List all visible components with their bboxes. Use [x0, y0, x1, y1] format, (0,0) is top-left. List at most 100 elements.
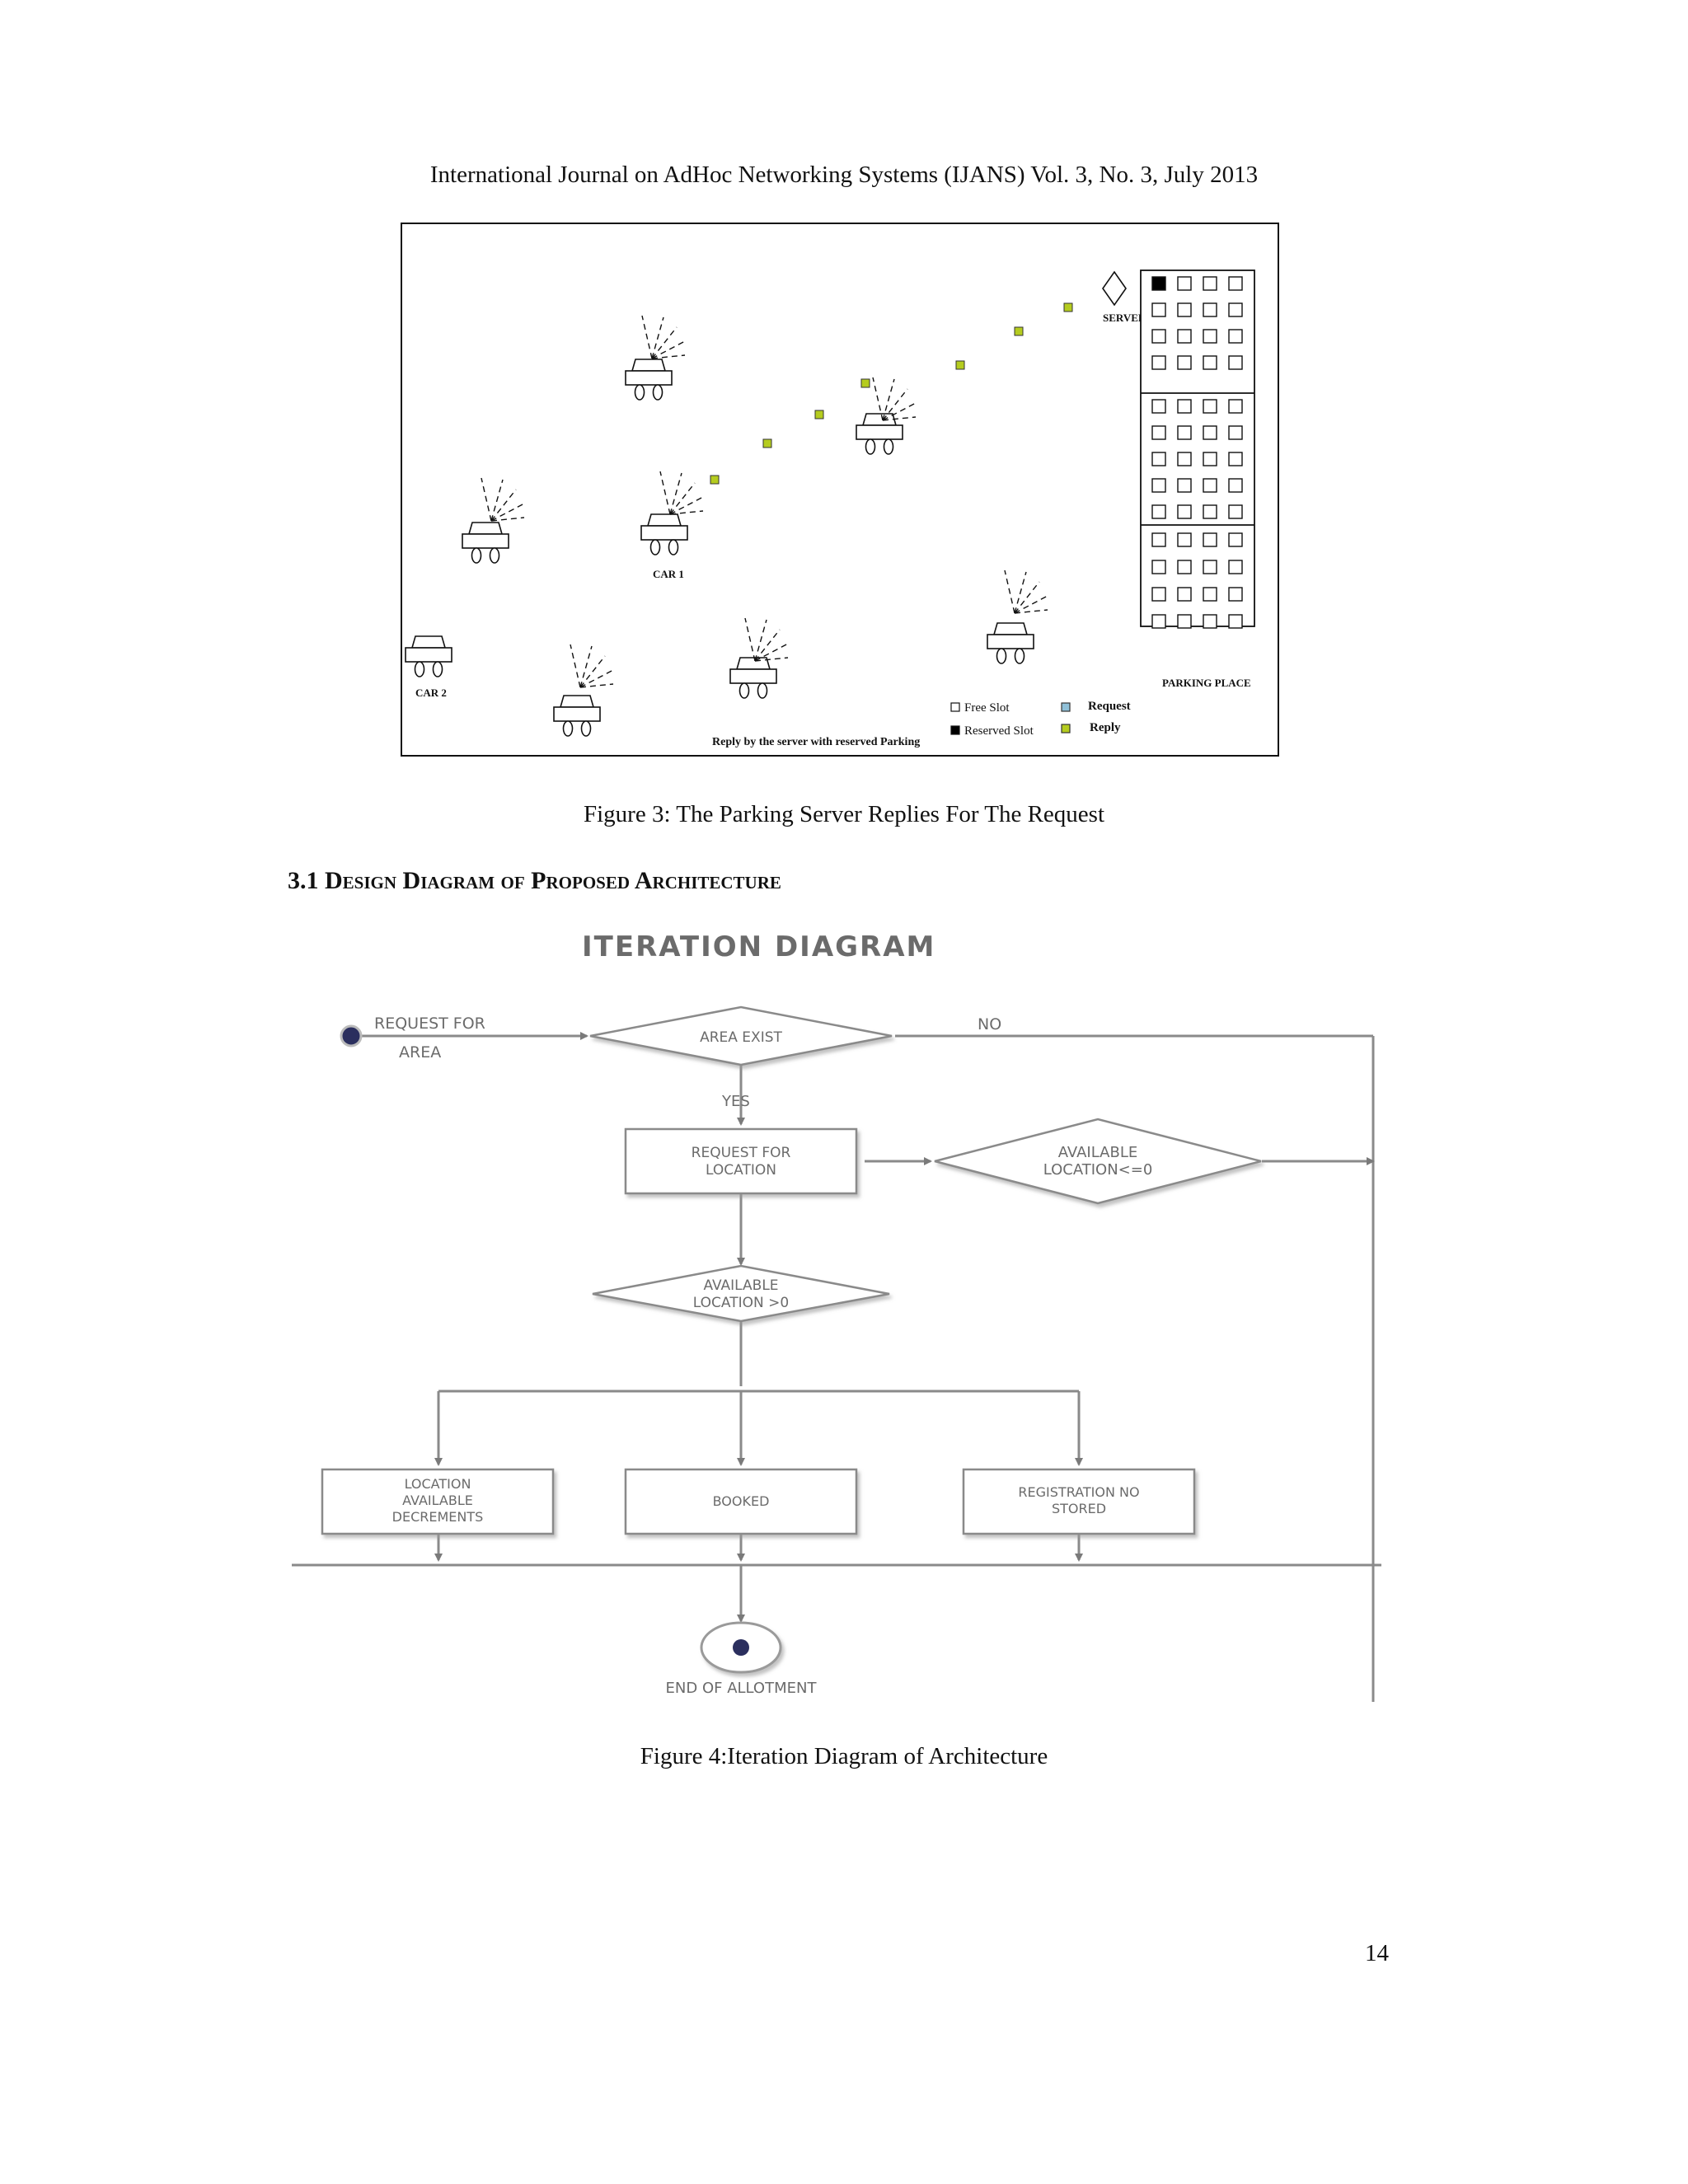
section-title: Design Diagram of Proposed Architecture	[325, 867, 781, 894]
location-decrements-line3: DECREMENTS	[392, 1509, 484, 1525]
section-number: 3.1	[288, 867, 319, 894]
legend-request: Request	[1088, 700, 1131, 713]
free-slot	[1228, 504, 1243, 519]
free-slot	[1151, 478, 1166, 493]
location-decrements-line1: LOCATION	[405, 1476, 471, 1492]
free-slot	[1203, 302, 1217, 317]
car-2-label: CAR 2	[415, 687, 447, 699]
free-slot	[1151, 504, 1166, 519]
free-slot	[1177, 614, 1192, 629]
server-icon	[1102, 270, 1127, 307]
decision-area-exist	[589, 1005, 893, 1066]
legend: Free Slot Reserved Slot Request Reply	[950, 700, 1131, 738]
free-slot	[1151, 587, 1166, 602]
legend-reserved-slot: Reserved Slot	[964, 724, 1034, 738]
free-slot	[1228, 560, 1243, 574]
yes-label: YES	[721, 1093, 750, 1110]
no-label: NO	[978, 1015, 1001, 1033]
free-slot	[1228, 532, 1243, 547]
free-slot	[1151, 452, 1166, 466]
free-slot	[1177, 355, 1192, 370]
available-le-line2: LOCATION<=0	[1043, 1161, 1153, 1179]
process-request-location	[624, 1127, 858, 1195]
free-slot-swatch	[950, 702, 960, 712]
free-slot	[1177, 276, 1192, 291]
car-1-label: CAR 1	[653, 568, 684, 580]
end-node	[700, 1621, 782, 1674]
free-slot	[1228, 399, 1243, 414]
free-slot	[1203, 560, 1217, 574]
free-slot	[1151, 302, 1166, 317]
free-slot	[1151, 560, 1166, 574]
figure-4-iteration-diagram: ITERATION DIAGRAM REQUEST FOR AREA AREA …	[292, 930, 1381, 1702]
parking-place-building	[1140, 269, 1255, 629]
request-location-line1: REQUEST FOR	[692, 1145, 791, 1161]
legend-free-slot: Free Slot	[964, 701, 1010, 715]
registration-line2: STORED	[1052, 1501, 1106, 1516]
free-slot	[1177, 302, 1192, 317]
free-slot	[1177, 504, 1192, 519]
free-slot	[1203, 452, 1217, 466]
legend-reply: Reply	[1090, 721, 1121, 734]
free-slot	[1203, 478, 1217, 493]
figure-3-parking-diagram: SERVER PARKING PLACE CAR 1 CAR 2	[401, 223, 1279, 757]
process-booked	[624, 1468, 858, 1535]
start-label-line1: REQUEST FOR	[374, 1015, 485, 1033]
free-slot	[1228, 478, 1243, 493]
free-slot	[1151, 532, 1166, 547]
decision-available-gt-zero	[592, 1264, 890, 1323]
free-slot	[1177, 532, 1192, 547]
free-slot	[1203, 425, 1217, 440]
free-slot	[1203, 329, 1217, 344]
free-slot	[1177, 452, 1192, 466]
reserved-slot-swatch	[950, 725, 960, 735]
available-gt-line1: AVAILABLE	[703, 1277, 778, 1294]
free-slot	[1203, 587, 1217, 602]
available-gt-line2: LOCATION >0	[693, 1295, 789, 1311]
end-label: END OF ALLOTMENT	[666, 1680, 818, 1697]
free-slot	[1151, 329, 1166, 344]
figure-4-caption: Figure 4:Iteration Diagram of Architectu…	[640, 1743, 1048, 1769]
free-slot	[1228, 587, 1243, 602]
free-slot	[1151, 425, 1166, 440]
free-slot	[1177, 329, 1192, 344]
free-slot	[1228, 329, 1243, 344]
process-location-decrements	[321, 1468, 555, 1535]
process-registration-stored	[962, 1468, 1196, 1535]
request-location-line2: LOCATION	[706, 1162, 776, 1179]
section-heading: 3.1 Design Diagram of Proposed Architect…	[288, 867, 781, 895]
reply-note: Reply by the server with reserved Parkin…	[712, 736, 920, 748]
request-swatch	[1061, 702, 1071, 712]
free-slot	[1177, 478, 1192, 493]
free-slot	[1228, 355, 1243, 370]
free-slot	[1228, 614, 1243, 629]
free-slot	[1151, 614, 1166, 629]
available-le-line1: AVAILABLE	[1058, 1144, 1137, 1161]
free-slot	[1177, 587, 1192, 602]
journal-header: International Journal on AdHoc Networkin…	[429, 162, 1259, 188]
free-slot	[1203, 399, 1217, 414]
reserved-slot	[1151, 276, 1166, 291]
reply-swatch	[1061, 724, 1071, 733]
registration-line1: REGISTRATION NO	[1018, 1484, 1139, 1500]
parking-place-label: PARKING PLACE	[1162, 677, 1251, 689]
free-slot	[1177, 560, 1192, 574]
free-slot	[1228, 452, 1243, 466]
free-slot	[1177, 425, 1192, 440]
free-slot	[1203, 614, 1217, 629]
start-label-line2: AREA	[399, 1043, 441, 1062]
parking-slots-grid	[1151, 276, 1243, 629]
free-slot	[1228, 302, 1243, 317]
free-slot	[1203, 532, 1217, 547]
free-slot	[1151, 355, 1166, 370]
free-slot	[1228, 276, 1243, 291]
figure-3-caption: Figure 3: The Parking Server Replies For…	[584, 801, 1104, 827]
reply-packets	[710, 302, 1073, 485]
booked-label: BOOKED	[713, 1493, 770, 1509]
free-slot	[1203, 276, 1217, 291]
decision-available-le-zero	[934, 1118, 1262, 1205]
page-number: 14	[1365, 1940, 1389, 1966]
diagram-title: ITERATION DIAGRAM	[582, 930, 935, 963]
start-node	[340, 1024, 363, 1047]
free-slot	[1151, 399, 1166, 414]
